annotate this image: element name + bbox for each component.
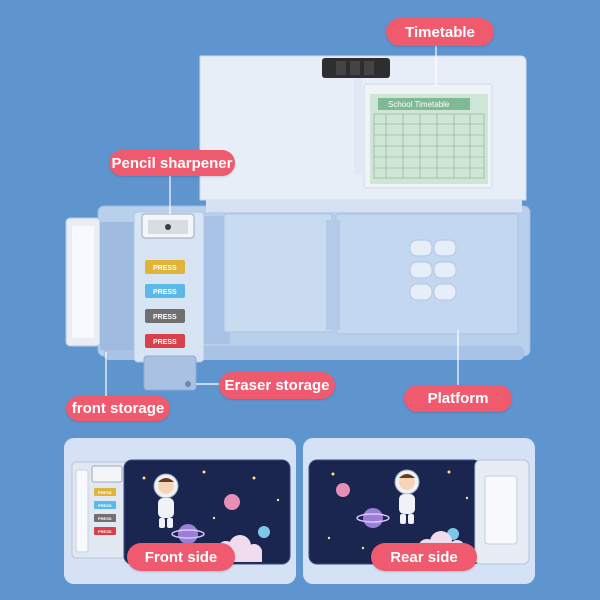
press-label: PRESS	[98, 529, 112, 534]
press-label: PRESS	[153, 339, 177, 346]
fold-panel-left	[223, 213, 333, 333]
astronaut-illustration	[394, 469, 420, 524]
planet-icon	[258, 526, 270, 538]
press-label: PRESS	[153, 265, 177, 272]
pencil-sharpener	[141, 213, 195, 239]
planet-icon	[356, 508, 390, 528]
press-label: PRESS	[153, 289, 177, 296]
callout-rear-side: Rear side	[371, 543, 477, 571]
callout-front-storage: front storage	[66, 396, 170, 421]
planet-icon	[336, 483, 350, 497]
press-button-yellow[interactable]: PRESS	[145, 260, 185, 274]
press-button-gray[interactable]: PRESS	[145, 309, 185, 323]
star-icon	[327, 470, 469, 550]
press-button-red[interactable]: PRESS	[145, 334, 185, 348]
timetable-card-title: School Timetable	[388, 100, 450, 109]
press-button-blue[interactable]: PRESS	[145, 284, 185, 298]
callout-front-side: Front side	[127, 543, 235, 571]
press-label: PRESS	[153, 314, 177, 321]
press-label: PRESS	[98, 503, 112, 508]
planet-icon	[171, 524, 205, 544]
press-label: PRESS	[98, 516, 112, 521]
press-label: PRESS	[98, 490, 112, 495]
front-storage-drawer	[65, 217, 136, 350]
planet-icon	[224, 494, 240, 510]
combination-lock-icon	[322, 58, 390, 78]
eraser-storage-drawer	[143, 355, 197, 391]
callout-pencil-sharpener: Pencil sharpener	[109, 150, 235, 176]
timetable-card: School Timetable	[363, 83, 493, 189]
callout-platform: Platform	[404, 385, 512, 412]
platform-pen-holder	[409, 239, 457, 301]
astronaut-illustration	[153, 473, 179, 528]
callout-timetable: Timetable	[386, 18, 494, 46]
callout-eraser-storage: Eraser storage	[219, 372, 335, 399]
